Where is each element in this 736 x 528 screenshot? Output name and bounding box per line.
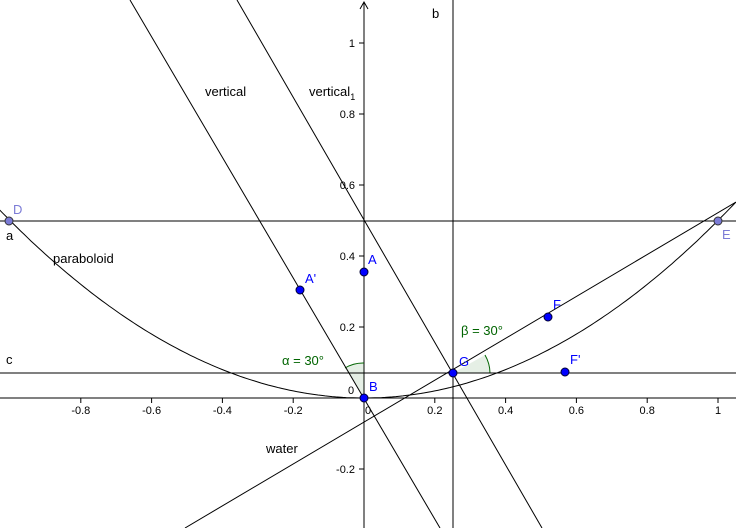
origin-label: 0 <box>348 385 354 397</box>
point-D[interactable] <box>4 216 14 226</box>
x-tick-label: 0.6 <box>569 405 584 417</box>
label-alpha: α = 30° <box>282 353 324 368</box>
label-beta: β = 30° <box>461 323 503 338</box>
y-tick-label: 0.8 <box>340 109 355 121</box>
label-c: c <box>6 352 13 367</box>
label-a: a <box>6 228 14 243</box>
y-tick-label: -0.2 <box>336 464 355 476</box>
y-tick-label: 1 <box>349 38 355 50</box>
angle-beta-arc <box>453 355 490 373</box>
label-G: G <box>459 354 469 369</box>
label-vertical: vertical <box>205 84 246 99</box>
label-A: A <box>368 252 377 267</box>
y-tick-label: 0.2 <box>340 322 355 334</box>
label-A-prime: A' <box>305 271 316 286</box>
x-tick-label: 0 <box>365 405 371 417</box>
point-A-prime[interactable] <box>295 285 305 295</box>
point-F-prime[interactable] <box>560 367 570 377</box>
point-E[interactable] <box>713 216 723 226</box>
label-B: B <box>369 379 378 394</box>
line-vertical1[interactable] <box>236 0 543 528</box>
x-tick-label: 1 <box>715 405 721 417</box>
label-water: water <box>265 441 298 456</box>
paraboloid-curve[interactable] <box>0 199 736 399</box>
label-F-prime: F' <box>570 352 580 367</box>
x-tick-label: -0.6 <box>142 405 161 417</box>
x-tick-label: 0.2 <box>427 405 442 417</box>
label-D: D <box>13 202 22 217</box>
x-tick-label: -0.4 <box>213 405 232 417</box>
label-b: b <box>432 6 439 21</box>
angle-alpha-arc <box>345 362 364 398</box>
point-G[interactable] <box>448 368 458 378</box>
line-water[interactable] <box>184 201 736 528</box>
y-axis-arrow-icon <box>359 0 369 10</box>
label-F: F <box>553 297 561 312</box>
point-B[interactable] <box>359 393 369 403</box>
x-tick-label: -0.2 <box>284 405 303 417</box>
label-E: E <box>722 227 731 242</box>
y-tick-label: 0.6 <box>340 180 355 192</box>
x-tick-label: -0.8 <box>71 405 90 417</box>
y-tick-label: 0.4 <box>340 251 355 263</box>
x-tick-label: 0.8 <box>640 405 655 417</box>
line-vertical[interactable] <box>129 0 441 528</box>
label-vertical1: vertical1 <box>309 84 355 102</box>
x-tick-label: 0.4 <box>498 405 513 417</box>
point-F[interactable] <box>543 312 553 322</box>
point-A[interactable] <box>359 267 369 277</box>
label-paraboloid: paraboloid <box>53 251 114 266</box>
